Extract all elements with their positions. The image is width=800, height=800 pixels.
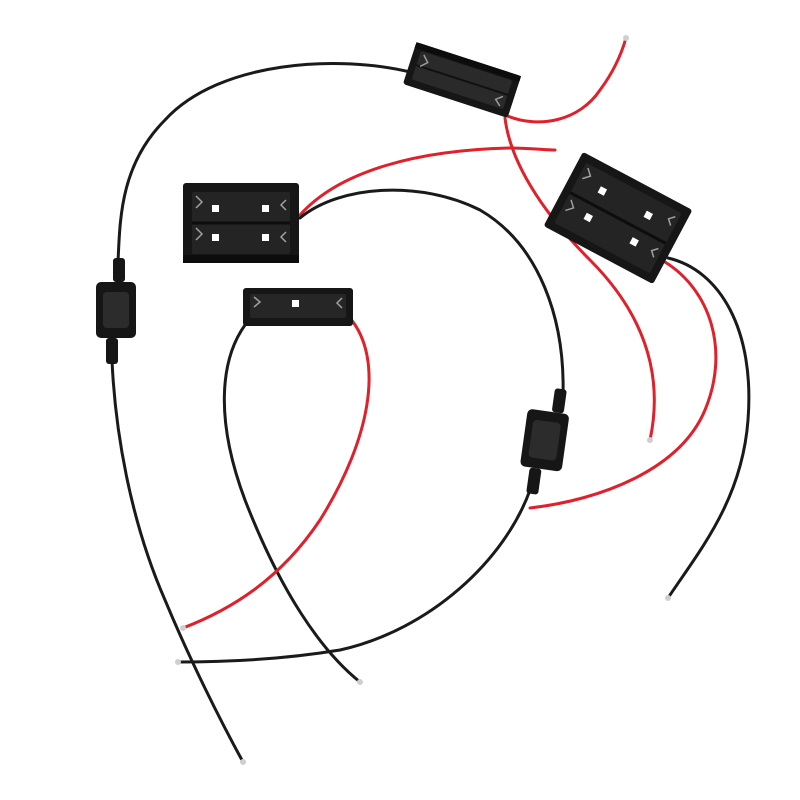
wire-tip (623, 35, 629, 41)
wire-red-right-holder (528, 260, 718, 510)
wire-black-left-switch-down (110, 358, 245, 764)
wire-tip (357, 679, 363, 685)
wire-tip (647, 437, 653, 443)
wire-black-top-to-left-switch (116, 62, 412, 264)
wire-red-center-holder (181, 316, 371, 630)
battery-holder-right (544, 152, 692, 284)
wire-tip (180, 625, 186, 631)
battery-holder-left (183, 183, 299, 263)
wire-black-center-switch-down (176, 488, 532, 664)
wire-red-top-down (503, 116, 656, 442)
switch-left (96, 258, 136, 364)
wire-black-center-holder (222, 323, 362, 684)
wire-black-left-holder-to-center-switch (298, 188, 565, 397)
battery-holder-center (243, 288, 353, 326)
wire-tip (240, 759, 246, 765)
wire-red-left-holder (298, 146, 557, 217)
wire-tip (175, 659, 181, 665)
wire-tip (665, 595, 671, 601)
battery-holder-top (403, 42, 522, 118)
wire-red-top-to-tip (503, 36, 628, 124)
switch-center (520, 388, 569, 495)
wire-black-right-holder (666, 256, 751, 600)
